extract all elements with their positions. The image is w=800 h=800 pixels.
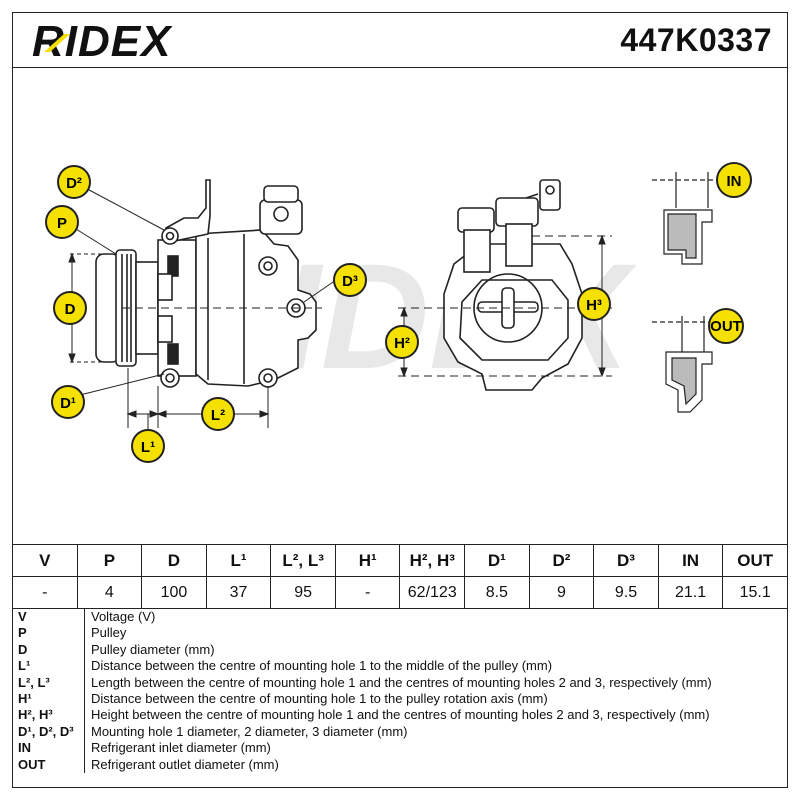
technical-drawing: RIDEX xyxy=(45,162,752,463)
badge-h3: H³ xyxy=(577,287,611,321)
legend-row: P Pulley xyxy=(12,625,788,642)
badge-d: D xyxy=(53,291,87,325)
legend-symbol: V xyxy=(12,609,85,626)
spec-header-cell: L², L³ xyxy=(270,544,336,577)
legend-row: OUT Refrigerant outlet diameter (mm) xyxy=(12,756,788,774)
legend-row: IN Refrigerant inlet diameter (mm) xyxy=(12,740,788,757)
compressor-rear-view xyxy=(443,179,583,391)
badge-p: P xyxy=(45,205,79,239)
spec-value-cell: 100 xyxy=(141,576,207,609)
legend-row: L², L³ Length between the centre of mount… xyxy=(12,674,788,692)
legend-symbol: P xyxy=(12,625,85,642)
spec-value-cell: 62/123 xyxy=(399,576,466,609)
spec-value-cell: 95 xyxy=(270,576,336,609)
legend-row: D¹, D², D³ Mounting hole 1 diameter, 2 di… xyxy=(12,723,788,741)
legend-description: Refrigerant outlet diameter (mm) xyxy=(91,756,279,772)
spec-header-cell: IN xyxy=(657,544,724,577)
spec-header-cell: P xyxy=(76,544,143,577)
spec-value-cell: 15.1 xyxy=(722,576,788,609)
svg-text:L¹: L¹ xyxy=(141,439,155,456)
legend-row: H¹ Distance between the centre of mountin… xyxy=(12,691,788,708)
badge-h2: H² xyxy=(385,325,419,359)
svg-text:IN: IN xyxy=(727,173,742,190)
logo-accent-icon xyxy=(44,34,70,52)
spec-value-cell: 9 xyxy=(528,576,595,609)
part-number: 447K0337 xyxy=(620,22,772,58)
legend-description: Distance between the centre of mounting … xyxy=(91,658,553,674)
legend-description: Pulley diameter (mm) xyxy=(91,641,215,657)
spec-header-cell: V xyxy=(12,544,78,577)
svg-text:P: P xyxy=(57,215,67,232)
svg-text:D¹: D¹ xyxy=(60,395,76,412)
spec-header-cell: OUT xyxy=(722,544,788,577)
legend-symbol: IN xyxy=(12,740,85,757)
svg-text:D²: D² xyxy=(66,175,82,192)
legend-row: L¹ Distance between the centre of mountin… xyxy=(12,658,788,675)
spec-value-cell: 9.5 xyxy=(593,576,659,609)
badge-in: IN xyxy=(716,162,752,198)
legend-symbol: H², H³ xyxy=(12,707,85,724)
svg-text:L²: L² xyxy=(211,407,225,424)
port-details xyxy=(652,172,732,413)
spec-value-cell: - xyxy=(12,576,78,609)
svg-text:D: D xyxy=(65,301,76,318)
badge-d2: D² xyxy=(57,165,91,199)
legend-description: Voltage (V) xyxy=(91,609,156,624)
badge-out: OUT xyxy=(708,308,744,344)
svg-text:OUT: OUT xyxy=(710,318,742,335)
legend-symbol: D xyxy=(12,641,85,659)
logo-text: RIDEX xyxy=(32,17,173,64)
spec-header-cell: D xyxy=(141,544,207,577)
badge-d1: D¹ xyxy=(51,385,85,419)
spec-value-cell: 8.5 xyxy=(464,576,530,609)
legend-row: V Voltage (V) xyxy=(12,609,788,626)
badge-l1: L¹ xyxy=(131,429,165,463)
legend-description: Height between the centre of mounting ho… xyxy=(91,707,710,723)
spec-header-cell: H¹ xyxy=(334,544,401,577)
spec-value-cell: - xyxy=(334,576,401,609)
header: RIDEX 447K0337 xyxy=(12,12,788,68)
legend-symbol: L¹ xyxy=(12,658,85,675)
legend-description: Refrigerant inlet diameter (mm) xyxy=(91,740,271,756)
svg-text:D³: D³ xyxy=(342,273,358,290)
legend-description: Distance between the centre of mounting … xyxy=(91,691,548,707)
legend-symbol: D¹, D², D³ xyxy=(12,723,85,741)
legend-row: D Pulley diameter (mm) xyxy=(12,641,788,659)
spec-header-cell: D³ xyxy=(593,544,659,577)
spec-value-cell: 4 xyxy=(76,576,143,609)
spec-header-cell: D¹ xyxy=(464,544,530,577)
spec-value-cell: 37 xyxy=(205,576,272,609)
badge-l2: L² xyxy=(201,397,235,431)
legend-symbol: L², L³ xyxy=(12,674,85,692)
legend-description: Length between the centre of mounting ho… xyxy=(91,674,712,690)
badge-d3: D³ xyxy=(333,263,367,297)
legend-description: Mounting hole 1 diameter, 2 diameter, 3 … xyxy=(91,723,408,739)
spec-header-cell: H², H³ xyxy=(399,544,466,577)
svg-text:H³: H³ xyxy=(586,297,602,314)
legend-symbol: H¹ xyxy=(12,691,85,708)
legend-description: Pulley xyxy=(91,625,127,641)
ridex-logo: RIDEX xyxy=(32,17,173,64)
legend-symbol: OUT xyxy=(12,756,85,774)
spec-value-cell: 21.1 xyxy=(657,576,724,609)
spec-header-cell: L¹ xyxy=(205,544,272,577)
svg-text:H²: H² xyxy=(394,335,410,352)
legend-row: H², H³ Height between the centre of mount… xyxy=(12,707,788,724)
page-frame xyxy=(12,12,788,788)
spec-header-cell: D² xyxy=(528,544,595,577)
